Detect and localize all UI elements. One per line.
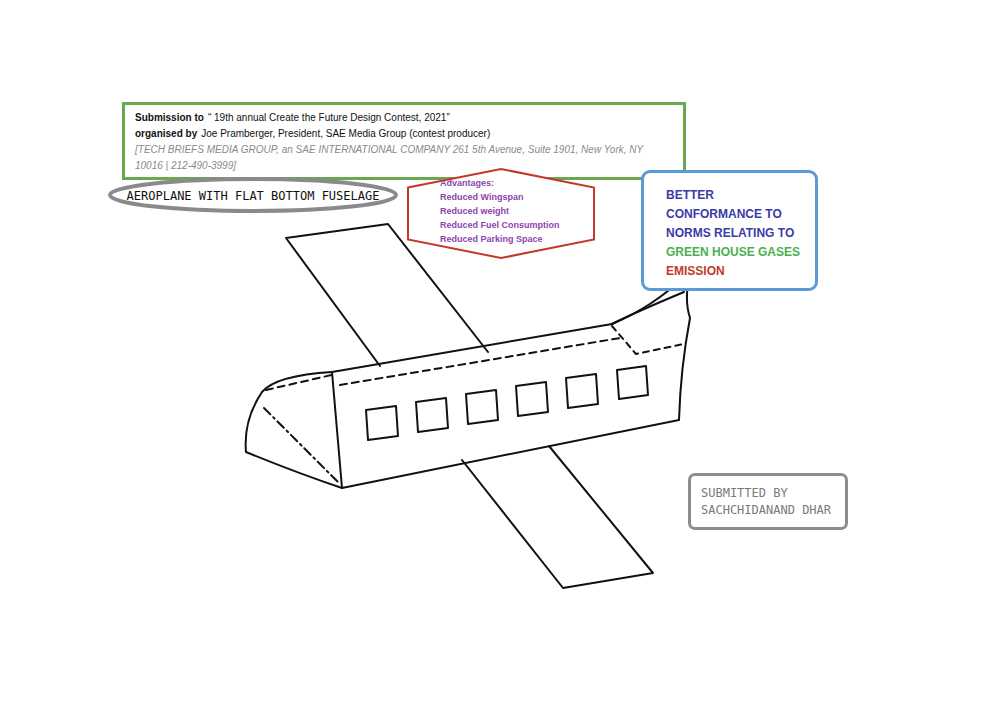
node-text: AEROPLANE WITH FLAT BOTTOM FUSELAGE bbox=[127, 189, 380, 203]
lower-wing bbox=[462, 446, 653, 588]
text-line: organised by Joe Pramberger, President, S… bbox=[135, 125, 673, 141]
node-text: SUBMITTED BY SACHCHIDANAND DHAR bbox=[701, 486, 831, 517]
window bbox=[416, 398, 448, 432]
text-area: SUBMITTED BY SACHCHIDANAND DHAR bbox=[691, 476, 845, 526]
window bbox=[617, 366, 648, 399]
node-text: Reduced Wingspan bbox=[440, 192, 523, 202]
advantages-hexagon: Advantages: Reduced WingspanReduced weigh… bbox=[406, 167, 596, 260]
text-line: Reduced weight bbox=[440, 203, 582, 217]
text-line: Reduced Wingspan bbox=[440, 189, 582, 203]
author-box: SUBMITTED BY SACHCHIDANAND DHAR bbox=[688, 473, 848, 530]
text-area: BETTER CONFORMANCE TO NORMS RELATING TO G… bbox=[644, 173, 815, 288]
node-text: BETTER CONFORMANCE TO NORMS RELATING TO bbox=[666, 188, 794, 240]
text-line: AEROPLANE WITH FLAT BOTTOM FUSELAGE bbox=[124, 187, 382, 204]
tail-outline bbox=[612, 272, 690, 420]
node-text: Submission to bbox=[135, 112, 204, 123]
tail-fin-edge bbox=[612, 292, 684, 324]
ellipse-stroke bbox=[110, 179, 396, 211]
node-text: [TECH BRIEFS MEDIA GROUP, an SAE INTERNA… bbox=[135, 144, 643, 171]
node-text: EMISSION bbox=[666, 264, 725, 278]
text-line: Advantages: bbox=[440, 175, 582, 189]
node-text: Reduced Parking Space bbox=[440, 234, 543, 244]
fuselage-top-edge bbox=[332, 324, 612, 372]
node-text: Joe Pramberger, President, SAE Media Gro… bbox=[201, 128, 490, 139]
text-line: BETTER CONFORMANCE TO NORMS RELATING TO bbox=[666, 185, 803, 242]
fuselage-front-edge bbox=[332, 372, 342, 488]
nose-dashdot-line bbox=[264, 408, 338, 482]
node-text: “ 19th annual Create the Future Design C… bbox=[208, 112, 450, 123]
text-line: SUBMITTED BY SACHCHIDANAND DHAR bbox=[701, 484, 835, 518]
text-line: EMISSION bbox=[666, 261, 803, 280]
text-line: Submission to “ 19th annual Create the Fu… bbox=[135, 109, 673, 125]
fuselage-bottom-edge bbox=[342, 420, 679, 488]
submission-box: Submission to “ 19th annual Create the Fu… bbox=[122, 102, 686, 180]
fuselage-dashed-line bbox=[340, 338, 620, 385]
node-text: organised by bbox=[135, 128, 197, 139]
node-text: Reduced weight bbox=[440, 206, 509, 216]
window bbox=[566, 374, 598, 408]
text-area: AEROPLANE WITH FLAT BOTTOM FUSELAGE bbox=[108, 177, 398, 204]
window bbox=[466, 390, 498, 424]
node-text: Advantages: bbox=[440, 178, 494, 188]
text-line: GREEN HOUSE GASES bbox=[666, 242, 803, 261]
emission-note-box: BETTER CONFORMANCE TO NORMS RELATING TO G… bbox=[641, 170, 818, 291]
text-line: Reduced Fuel Consumption bbox=[440, 217, 582, 231]
window bbox=[366, 406, 398, 440]
window bbox=[516, 382, 548, 416]
nose-outline bbox=[246, 372, 342, 488]
window-row bbox=[366, 366, 648, 440]
text-area: Advantages: Reduced WingspanReduced weigh… bbox=[406, 167, 596, 253]
nose-dashed-line bbox=[266, 374, 336, 390]
title-ellipse: AEROPLANE WITH FLAT BOTTOM FUSELAGE bbox=[108, 177, 398, 213]
tail-dashed-line bbox=[612, 326, 684, 354]
text-area: Submission to “ 19th annual Create the Fu… bbox=[125, 105, 683, 177]
hexagon-stroke bbox=[408, 169, 594, 258]
text-line: [TECH BRIEFS MEDIA GROUP, an SAE INTERNA… bbox=[135, 141, 673, 173]
node-text: Reduced Fuel Consumption bbox=[440, 220, 560, 230]
node-text: GREEN HOUSE GASES bbox=[666, 245, 800, 259]
text-line: Reduced Parking Space bbox=[440, 231, 582, 245]
